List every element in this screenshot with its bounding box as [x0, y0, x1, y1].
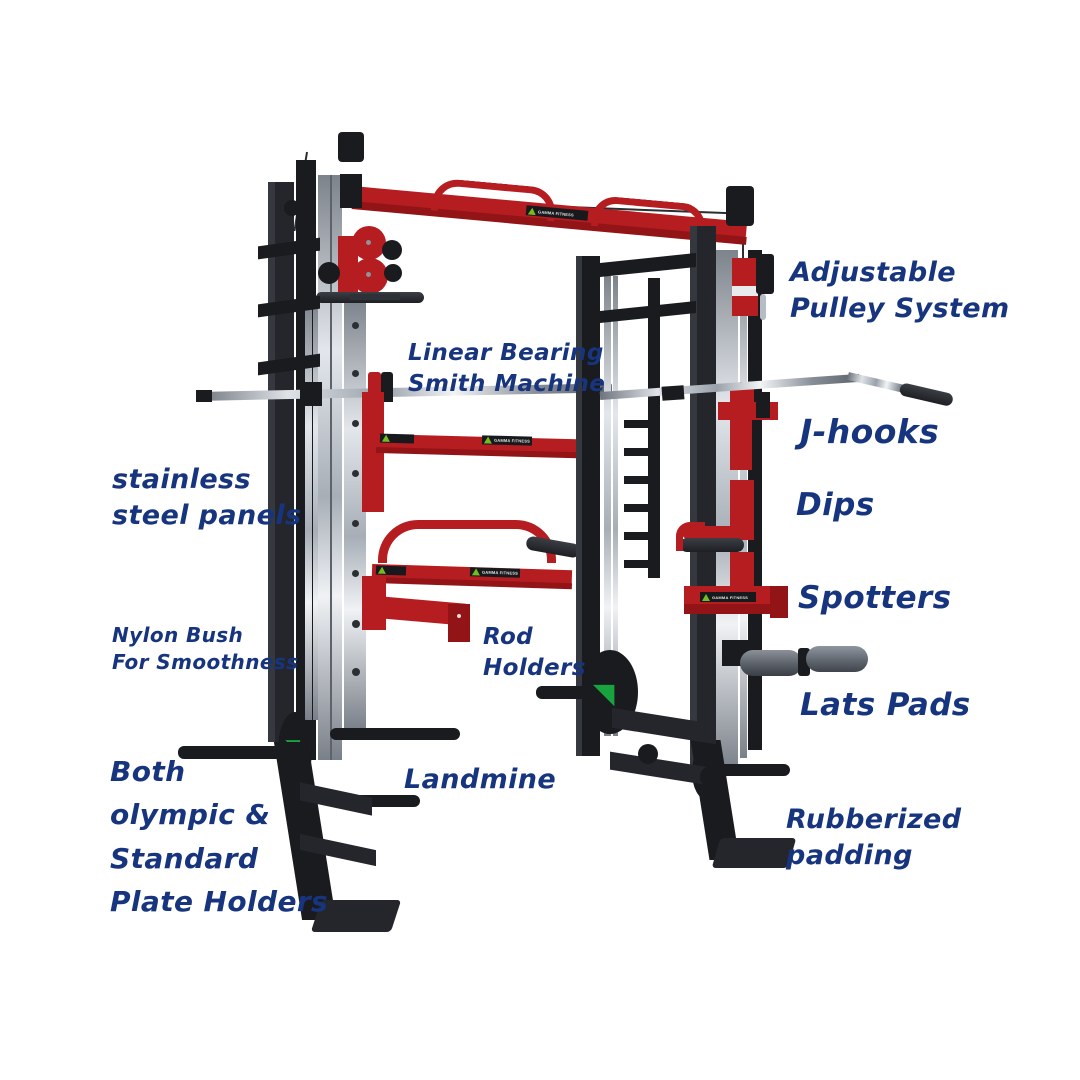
left-panel-seam [330, 175, 332, 760]
pulley-pin-b [366, 272, 371, 277]
brand-sticker-spotter: GAMMA FITNESS [700, 592, 756, 602]
rear-crossbar-top [600, 252, 696, 278]
center-ladder-rung-3 [624, 476, 654, 484]
pulley-wheel-b [384, 264, 402, 282]
brand-sticker-safety-lower: GAMMA FITNESS [469, 567, 521, 578]
left-side-pulley-wheel [284, 200, 300, 216]
gamma-logo-triangle-icon [483, 436, 493, 444]
annotation-rubberized-padding: Rubberized padding [786, 804, 962, 872]
center-ladder-rung-2 [624, 448, 654, 456]
pulley-wheel-a [382, 240, 402, 260]
gamma-logo-triangle-icon [377, 566, 387, 574]
base-roller-center [638, 744, 658, 764]
hole-col-dot-3 [352, 420, 359, 427]
top-left-pulley-bracket [338, 132, 364, 162]
annotation-nylon-bush-for-smoothness: Nylon Bush For Smoothness [112, 623, 299, 674]
spotter-right-end [770, 586, 788, 618]
straight-pulley-bar-shaft [350, 294, 400, 300]
right-upright-rear-highlight [690, 226, 697, 766]
pulley-wheel-right [758, 258, 772, 272]
center-ladder-rung-4 [624, 504, 654, 512]
center-ladder-rung-6 [624, 560, 654, 568]
brand-sticker-safety-upper: GAMMA FITNESS [481, 435, 533, 446]
annotation-linear-bearing-smith-machine: Linear Bearing Smith Machine [408, 340, 606, 398]
smith-hook-left-tip [381, 372, 393, 402]
brand-sticker-text: GAMMA FITNESS [481, 569, 519, 576]
pulley-adjust-knob-left[interactable] [318, 262, 340, 284]
gamma-logo-triangle-icon [381, 434, 391, 442]
rod-holder-bolt [457, 614, 461, 618]
center-guide-rod [604, 276, 611, 736]
top-right-pulley-wheel [730, 192, 750, 212]
hole-col-dot-6 [352, 570, 359, 577]
dip-bar-right-column [730, 480, 754, 540]
j-hook-right-pad [756, 392, 770, 418]
hole-col-dot-8 [352, 668, 360, 676]
left-numbered-hole-column [344, 300, 366, 730]
gamma-logo-triangle-icon [527, 206, 537, 215]
center-ladder-rung-5 [624, 532, 654, 540]
j-hook-right-column [730, 390, 752, 470]
center-ladder-rung-1 [624, 420, 654, 428]
top-left-mount-block [340, 174, 362, 208]
dip-bar-right-bend [676, 522, 705, 551]
annotation-dips: Dips [796, 487, 875, 523]
left-guide-rod-b [313, 300, 318, 720]
brand-sticker-safety-lower-left [375, 565, 407, 576]
right-base-foot [711, 838, 797, 868]
annotation-plate-holders: Both olympic & Standard Plate Holders [110, 755, 329, 919]
left-guide-rod-a [305, 300, 312, 720]
base-roller-right [700, 766, 722, 788]
hole-col-dot-7 [352, 620, 360, 628]
jhook-barbell-grip [898, 382, 955, 407]
hole-col-dot-1 [352, 322, 359, 329]
annotation-lats-pads: Lats Pads [800, 687, 971, 723]
annotation-landmine: Landmine [404, 764, 557, 795]
hole-col-dot-5 [352, 520, 359, 527]
annotation-stainless-steel-panels: stainless steel panels [112, 464, 302, 532]
annotation-rod-holders: Rod Holders [483, 624, 586, 682]
rear-upright-center-highlight [576, 256, 582, 756]
gamma-logo-triangle-icon [702, 593, 710, 601]
hole-col-dot-2 [352, 370, 359, 377]
plate-post-upper-left[interactable] [178, 746, 296, 759]
right-front-upright [748, 250, 762, 750]
left-upright-rear-highlight [268, 182, 275, 742]
annotation-j-hooks: J-hooks [800, 412, 940, 451]
pulley-carabiner-right[interactable] [760, 294, 766, 320]
gamma-logo-triangle-icon [471, 568, 481, 576]
jhook-bar-collar [661, 385, 685, 401]
pulley-bracket-left [338, 236, 358, 302]
rod-holder-tip [448, 604, 470, 642]
lat-pad-roller-far [806, 646, 868, 672]
pulley-pin-a [366, 240, 371, 245]
smith-bar-carriage [300, 382, 322, 406]
smith-bar-left-end-cap [196, 390, 212, 402]
annotation-adjustable-pulley-system: Adjustable Pulley System [790, 257, 1010, 325]
lat-pad-roller-near [740, 650, 802, 676]
gamma-plate-logo-center: ◥ [594, 678, 614, 708]
center-ladder-upright [648, 278, 660, 578]
spotter-right-arm-under [684, 604, 784, 614]
annotation-spotters: Spotters [798, 580, 952, 616]
hole-col-dot-4 [352, 470, 359, 477]
landmine-post[interactable] [536, 686, 596, 699]
brand-sticker-text: GAMMA FITNESS [712, 594, 749, 600]
brand-sticker-text: GAMMA FITNESS [537, 208, 575, 218]
plate-post-lower-left[interactable] [330, 728, 460, 740]
center-guide-rod-2 [613, 276, 618, 736]
brand-sticker-safety-upper-left [379, 433, 415, 444]
smith-rail-left-plate [362, 392, 384, 512]
brand-sticker-text: GAMMA FITNESS [493, 437, 531, 444]
adjustable-pulley-carriage-band [732, 286, 758, 296]
